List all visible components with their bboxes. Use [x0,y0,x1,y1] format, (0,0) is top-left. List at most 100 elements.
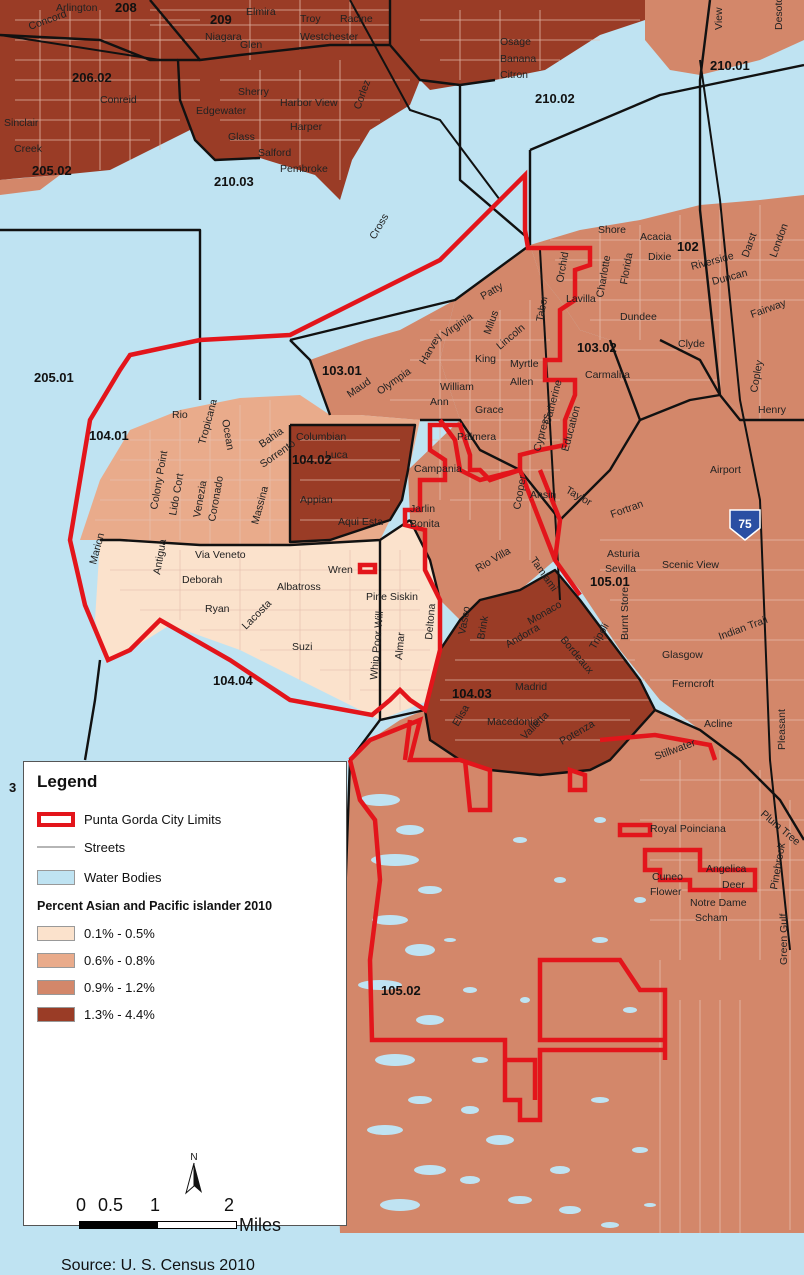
street-label: Macedonia [487,716,539,728]
street-label: View [713,7,725,30]
street-label: Ansin [530,489,556,501]
map-canvas: 75 208 209 206.02 210.01 210.02 210.03 2… [0,0,804,1233]
street-label: Myrtle [510,358,539,370]
street-label: Scenic View [662,559,719,571]
street-label: Via Veneto [195,549,246,561]
street-label: Desoto [773,0,785,30]
north-arrow-icon: N [185,1152,202,1195]
street-label: Scham [695,912,728,924]
water-swatch [37,869,75,885]
legend-streets-label: Streets [84,839,126,855]
street-label: Westchester [300,31,359,43]
legend-streets: Streets [37,838,125,856]
street-label: Banana [500,53,536,65]
legend-class-1-label: 0.1% - 0.5% [84,925,155,941]
street-label: King [475,353,496,365]
street-label: Shore [598,224,626,236]
street-label: Pine Siskin [366,591,418,603]
street-label: Palmera [457,431,496,443]
street-label: Madrid [515,681,547,693]
tract-label: 104.04 [213,673,254,688]
legend-city-limits-label: Punta Gorda City Limits [84,811,222,827]
tract-104-03 [425,570,655,775]
tract-label: 105.02 [381,983,421,998]
tract-label: 205.02 [32,163,72,178]
street-label: Acacia [640,231,672,243]
north-label: N [190,1152,197,1163]
street-label: Luca [325,449,348,461]
street-label: Sinclair [4,117,39,129]
street-label: Creek [14,143,43,155]
tract-label: 205.01 [34,370,74,385]
street-label: Ocean [219,418,236,451]
tract-label: 103.02 [577,340,617,355]
street-label: Flower [650,886,682,898]
legend-class-3-label: 0.9% - 1.2% [84,979,155,995]
tract-103-01 [310,300,460,420]
tract-labels: 208 209 206.02 210.01 210.02 210.03 205.… [9,0,750,998]
tract-label: 105.01 [590,574,630,589]
street-label: Almar [393,631,407,660]
street-label: Dundee [620,311,657,323]
street-label: Suzi [292,641,312,653]
interstate-shield: 75 [729,509,761,541]
street-label: Rio [172,409,188,421]
tract-label: 104.01 [89,428,129,443]
legend-class-heading: Percent Asian and Pacific islander 2010 [37,899,273,913]
street-label: Brink [475,614,491,640]
street-label: Edgewater [196,105,247,117]
scale-label-2: 2 [224,1195,235,1215]
legend-class-2: 0.6% - 0.8% [37,951,155,969]
street-label: Burnt Store [619,587,631,640]
street-label: Citron [500,69,528,81]
tract-105-01 [555,395,804,840]
street-label: Glen [240,39,262,51]
legend-city-limits: Punta Gorda City Limits [37,810,221,828]
street-label: Arlington [56,2,98,14]
tract-label: 206.02 [72,70,112,85]
tract-label: 103.01 [322,363,362,378]
streets-swatch [37,846,75,848]
scale-label-1: 1 [150,1195,161,1215]
street-label: Harbor View [280,97,338,109]
street-label: Conreid [100,94,137,106]
city-limits-swatch [37,811,75,827]
street-label: Campania [414,463,462,475]
street-label: Florida [618,252,635,286]
source-credit: Source: U. S. Census 2010 [61,1257,255,1274]
street-label: Glass [228,131,255,143]
street-label: Acline [704,718,733,730]
street-label: Deer [722,879,745,891]
street-label: Troy [300,13,321,25]
street-label: Sherry [238,86,270,98]
street-label: Whip Poor Will [368,611,386,681]
street-label: Angelica [706,863,746,875]
tract-label: 104.03 [452,686,492,701]
tract-label: 208 [115,0,137,15]
tract-label: 210.03 [214,174,254,189]
tract-label: 102 [677,239,699,254]
legend-class-4-label: 1.3% - 4.4% [84,1006,155,1022]
street-label: Racine [340,13,373,25]
class-3-swatch [37,979,75,995]
tract-label: 104.02 [292,452,332,467]
street-label: Ferncroft [672,678,714,690]
street-label: Appian [300,494,333,506]
tract-206-02 [0,0,210,180]
tract-105-02 [335,710,804,1233]
street-label: Asturia [607,548,640,560]
legend: Legend Punta Gorda City Limits Streets W… [23,761,347,1274]
tract-label: 209 [210,12,232,27]
street-label: Royal Poinciana [650,823,726,835]
street-label: Aqui Esta [338,516,383,528]
street-label: Salford [258,147,291,159]
tract-205-02-land [0,175,60,195]
interstate-label: 75 [738,517,752,531]
scale-unit: Miles [239,1215,282,1235]
street-label: Elmira [246,6,276,18]
legend-water: Water Bodies [37,868,162,886]
street-label: William [440,381,474,393]
street-label: Ann [430,396,449,408]
street-label: Orchid [554,251,571,284]
legend-class-4: 1.3% - 4.4% [37,1005,155,1023]
